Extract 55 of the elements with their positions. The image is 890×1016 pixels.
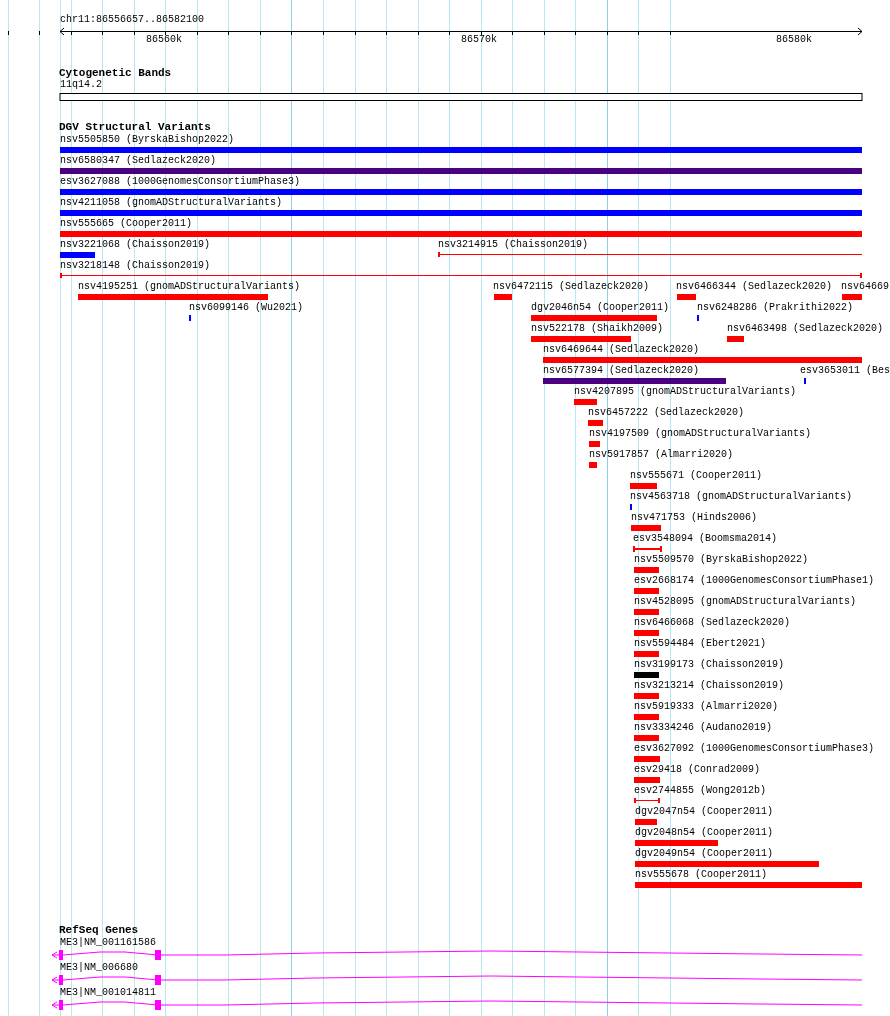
variant-label: esv3627092 (1000GenomesConsortiumPhase3) <box>634 743 875 755</box>
axis-tick-label: 86580k <box>776 34 812 46</box>
variant-label: esv2668174 (1000GenomesConsortiumPhase1) <box>634 575 875 587</box>
variant-label: nsv6472115 (Sedlazeck2020) <box>493 281 650 293</box>
variant-label: nsv555678 (Cooper2011) <box>635 869 768 881</box>
variant-label: dgv2046n54 (Cooper2011) <box>531 302 670 314</box>
variant-label: nsv5919333 (Almarri2020) <box>634 701 779 713</box>
variant-label: nsv555665 (Cooper2011) <box>60 218 193 230</box>
variant-label: nsv4528095 (gnomADStructuralVariants) <box>634 596 857 608</box>
variant-label: nsv3218148 (Chaisson2019) <box>60 260 211 272</box>
section-title: DGV Structural Variants <box>59 121 211 133</box>
gene-label: ME3|NM_006680 <box>60 962 138 974</box>
variant-label: nsv64669 <box>841 281 889 293</box>
variant-label: nsv5509570 (ByrskaBishop2022) <box>634 554 809 566</box>
variant-label: dgv2047n54 (Cooper2011) <box>635 806 774 818</box>
variant-label: nsv6099146 (Wu2021) <box>189 302 304 314</box>
variant-label: nsv6248286 (Prakrithi2022) <box>697 302 854 314</box>
variant-label: nsv5917857 (Almarri2020) <box>589 449 734 461</box>
section-title: Cytogenetic Bands <box>59 67 172 79</box>
variant-label: nsv3214915 (Chaisson2019) <box>438 239 589 251</box>
variant-label: esv3653011 (Bes <box>800 365 890 377</box>
variant-label: esv2744855 (Wong2012b) <box>634 785 767 797</box>
variant-label: nsv6457222 (Sedlazeck2020) <box>588 407 745 419</box>
variant-label: nsv4195251 (gnomADStructuralVariants) <box>78 281 301 293</box>
variant-label: nsv6577394 (Sedlazeck2020) <box>543 365 700 377</box>
variant-label: nsv6466068 (Sedlazeck2020) <box>634 617 791 629</box>
variant-label: nsv555671 (Cooper2011) <box>630 470 763 482</box>
axis-tick-label: 86560k <box>146 34 182 46</box>
variant-label: dgv2048n54 (Cooper2011) <box>635 827 774 839</box>
gene-label: ME3|NM_001161586 <box>60 937 156 949</box>
variant-label: nsv6466344 (Sedlazeck2020) <box>676 281 833 293</box>
coordinate-label: chr11:86556657..86582100 <box>60 14 205 26</box>
variant-label: nsv6463498 (Sedlazeck2020) <box>727 323 884 335</box>
band-label: 11q14.2 <box>60 79 102 91</box>
variant-label: nsv4211058 (gnomADStructuralVariants) <box>60 197 283 209</box>
axis-tick-label: 86570k <box>461 34 497 46</box>
variant-label: nsv4207895 (gnomADStructuralVariants) <box>574 386 797 398</box>
section-title: RefSeq Genes <box>59 924 139 936</box>
variant-label: nsv3334246 (Audano2019) <box>634 722 773 734</box>
variant-label: nsv4563718 (gnomADStructuralVariants) <box>630 491 853 503</box>
variant-label: nsv471753 (Hinds2006) <box>631 512 758 524</box>
variant-label: nsv6580347 (Sedlazeck2020) <box>60 155 217 167</box>
variant-label: nsv3199173 (Chaisson2019) <box>634 659 785 671</box>
variant-label: nsv522178 (Shaikh2009) <box>531 323 664 335</box>
variant-label: esv3548094 (Boomsma2014) <box>633 533 778 545</box>
variant-label: nsv5505850 (ByrskaBishop2022) <box>60 134 235 146</box>
variant-label: nsv5594484 (Ebert2021) <box>634 638 767 650</box>
variant-label: nsv4197509 (gnomADStructuralVariants) <box>589 428 812 440</box>
variant-label: dgv2049n54 (Cooper2011) <box>635 848 774 860</box>
variant-label: esv29418 (Conrad2009) <box>634 764 761 776</box>
variant-label: nsv6469644 (Sedlazeck2020) <box>543 344 700 356</box>
variant-label: nsv3221068 (Chaisson2019) <box>60 239 211 251</box>
gene-label: ME3|NM_001014811 <box>60 987 156 999</box>
variant-label: esv3627088 (1000GenomesConsortiumPhase3) <box>60 176 301 188</box>
variant-label: nsv3213214 (Chaisson2019) <box>634 680 785 692</box>
